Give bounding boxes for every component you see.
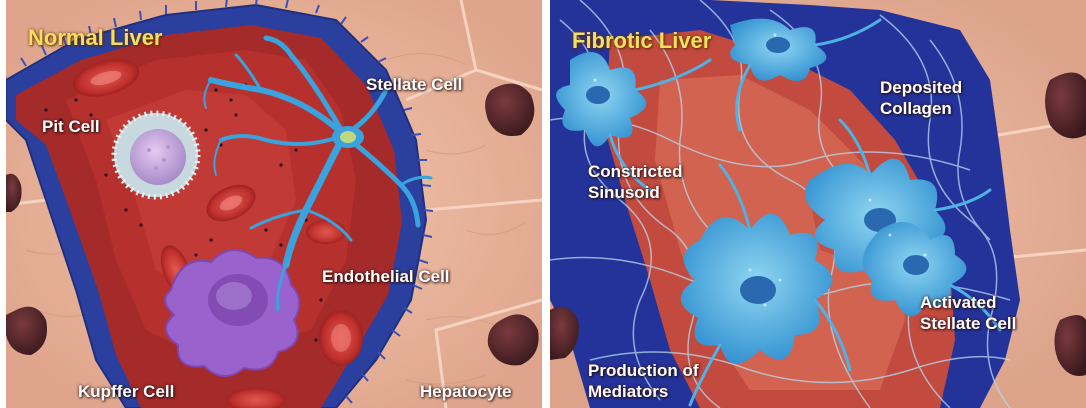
constricted-sinusoid-label-line1: Constricted bbox=[588, 161, 682, 182]
pit-cell bbox=[114, 113, 198, 197]
activated-stellate-cell-label: Activated Stellate Cell bbox=[920, 292, 1016, 334]
fibrotic-liver-panel: Fibrotic Liver Deposited Collagen Constr… bbox=[550, 0, 1086, 408]
red-blood-cell bbox=[306, 220, 346, 244]
deposited-collagen-label-line1: Deposited bbox=[880, 77, 962, 98]
deposited-collagen-label-line2: Collagen bbox=[880, 98, 962, 119]
hepatocyte-label: Hepatocyte bbox=[420, 381, 512, 402]
normal-liver-panel: Normal Liver Stellate Cell Pit Cell Endo… bbox=[6, 0, 542, 408]
kupffer-cell-label: Kupffer Cell bbox=[78, 381, 174, 402]
normal-liver-title: Normal Liver bbox=[28, 25, 163, 51]
stellate-cell-label: Stellate Cell bbox=[366, 74, 462, 95]
red-blood-cell bbox=[331, 324, 351, 352]
normal-liver-illustration bbox=[6, 0, 542, 408]
fibrotic-liver-illustration bbox=[550, 0, 1086, 408]
production-of-mediators-label-line1: Production of bbox=[588, 360, 698, 381]
activated-stellate-cell-label-line2: Stellate Cell bbox=[920, 313, 1016, 334]
pit-cell-label: Pit Cell bbox=[42, 116, 100, 137]
production-of-mediators-label-line2: Mediators bbox=[588, 381, 698, 402]
activated-stellate-cell-label-line1: Activated bbox=[920, 292, 1016, 313]
constricted-sinusoid-label: Constricted Sinusoid bbox=[588, 161, 682, 203]
endothelial-cell-label: Endothelial Cell bbox=[322, 266, 450, 287]
fibrotic-liver-title: Fibrotic Liver bbox=[572, 28, 711, 54]
production-of-mediators-label: Production of Mediators bbox=[588, 360, 698, 402]
constricted-sinusoid-label-line2: Sinusoid bbox=[588, 182, 682, 203]
deposited-collagen-label: Deposited Collagen bbox=[880, 77, 962, 119]
